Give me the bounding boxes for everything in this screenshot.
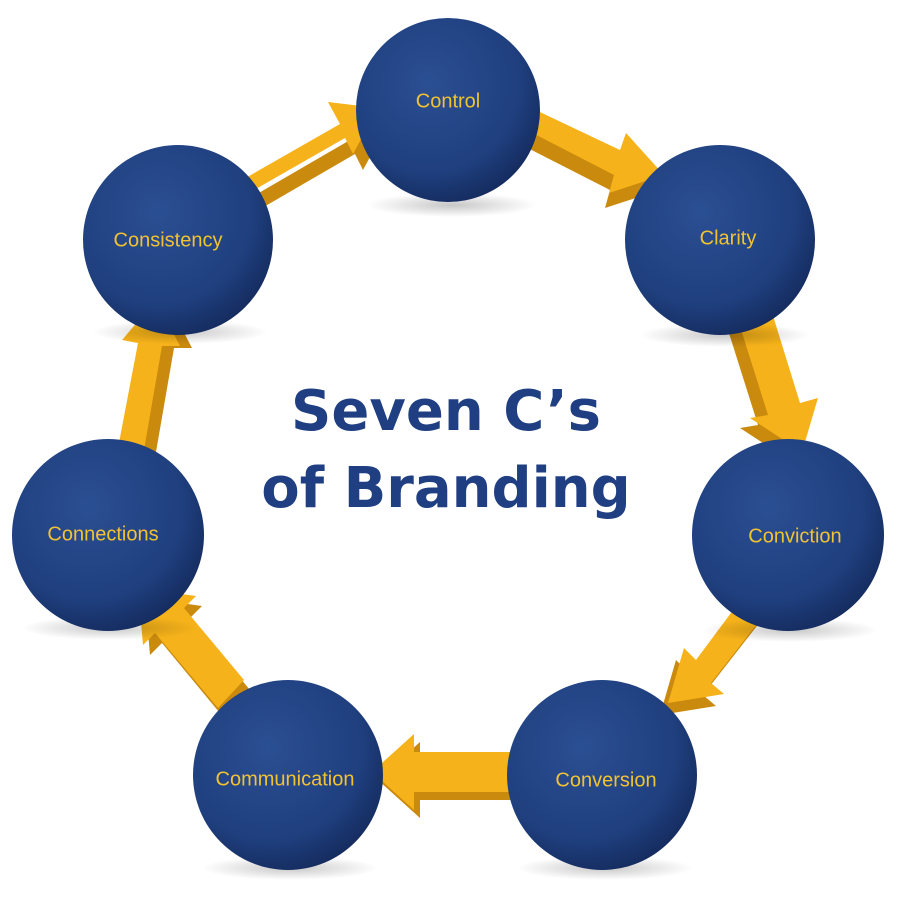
cycle-nodes: Control Clarity Conviction Conversion Co… <box>12 18 884 880</box>
node-label-clarity: Clarity <box>700 227 757 249</box>
node-conviction: Conviction <box>692 439 884 642</box>
node-label-communication: Communication <box>216 768 355 790</box>
node-connections: Connections <box>12 439 204 640</box>
node-label-conversion: Conversion <box>555 769 656 791</box>
node-communication: Communication <box>193 680 383 880</box>
node-label-conviction: Conviction <box>748 525 841 547</box>
arrow-control-to-clarity <box>512 105 664 208</box>
node-conversion: Conversion <box>507 680 697 880</box>
diagram-title: Seven C’s of Branding <box>261 379 631 521</box>
node-control: Control <box>356 18 540 217</box>
node-consistency: Consistency <box>83 145 273 344</box>
arrow-consistency-to-control <box>228 102 388 215</box>
node-label-control: Control <box>416 90 480 112</box>
node-label-connections: Connections <box>47 523 158 545</box>
node-clarity: Clarity <box>625 145 815 347</box>
title-line-1: Seven C’s <box>291 379 601 444</box>
node-label-consistency: Consistency <box>114 229 223 251</box>
title-line-2: of Branding <box>261 456 631 521</box>
arrow-conversion-to-communication <box>372 734 522 818</box>
